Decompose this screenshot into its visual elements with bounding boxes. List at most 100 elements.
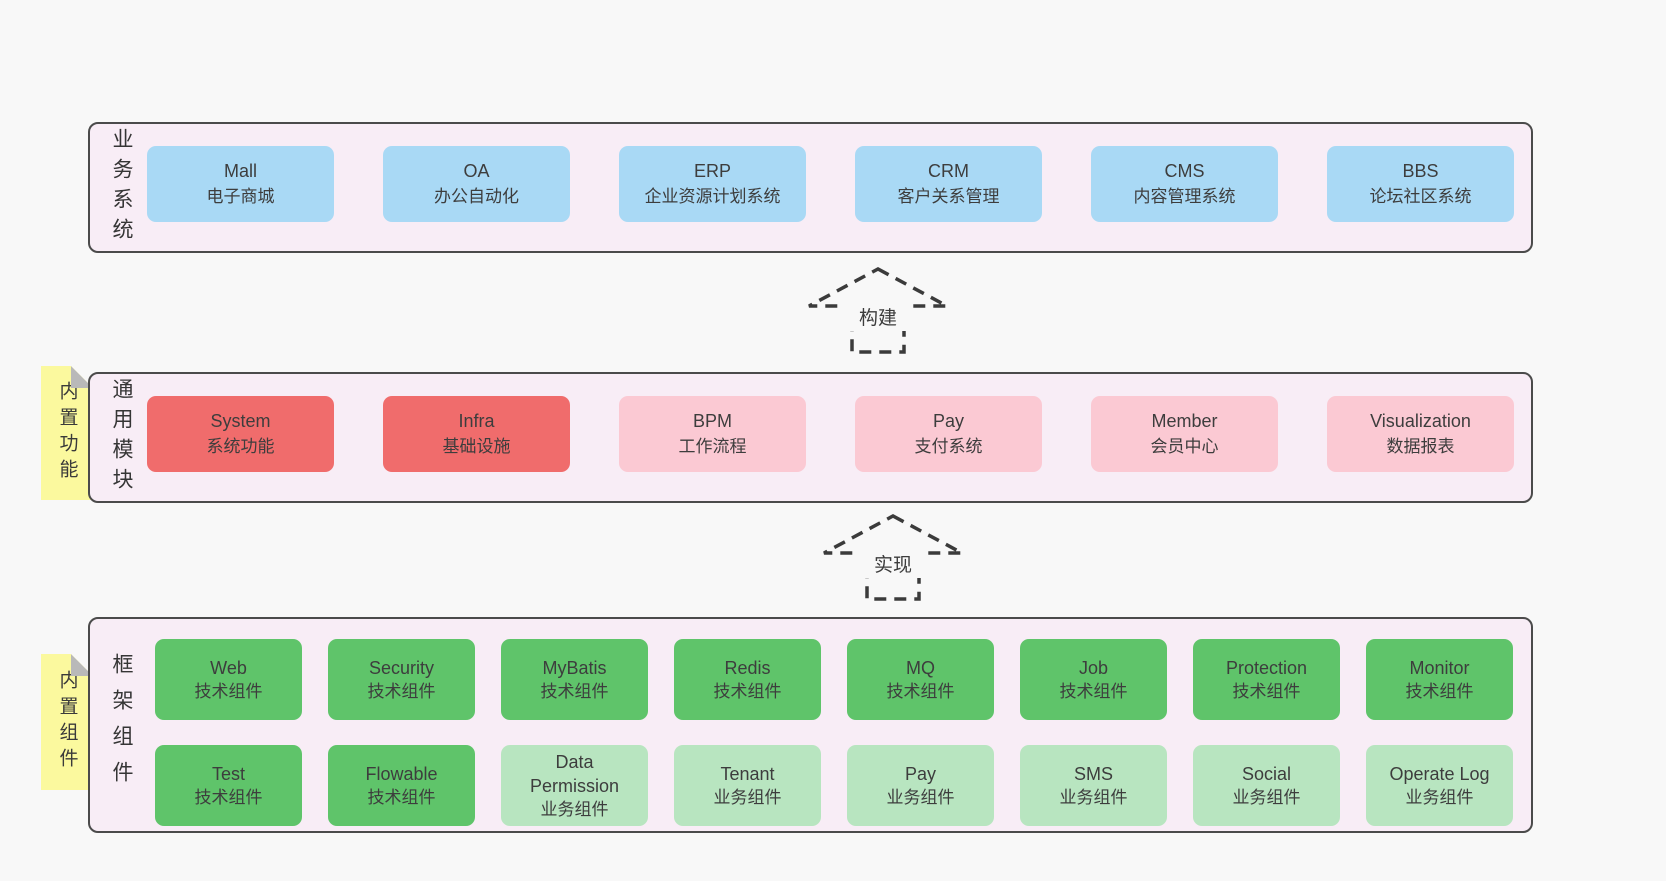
box-subtitle: 系统功能 bbox=[206, 437, 275, 456]
box-bbs: BBS 论坛社区系统 bbox=[1327, 146, 1514, 222]
box-system: System 系统功能 bbox=[147, 396, 334, 472]
box-subtitle: 工作流程 bbox=[678, 437, 747, 456]
box-subtitle: 技术组件 bbox=[886, 681, 955, 701]
implement-arrow-icon: 实现 bbox=[823, 514, 963, 601]
arrow-label: 实现 bbox=[874, 554, 912, 576]
box-title: ERP bbox=[693, 161, 731, 181]
business-box-row: Mall 电子商城 OA 办公自动化 ERP 企业资源计划系统 CRM 客户关系… bbox=[147, 146, 1514, 222]
components-row-1: Web 技术组件 Security 技术组件 MyBatis 技术组件 Redi… bbox=[155, 639, 1513, 720]
box-test: Test 技术组件 bbox=[155, 745, 302, 826]
box-operate-log: Operate Log 业务组件 bbox=[1366, 745, 1513, 826]
arrow-label: 构建 bbox=[859, 307, 897, 329]
box-title: Infra bbox=[458, 411, 495, 431]
components-grid: Web 技术组件 Security 技术组件 MyBatis 技术组件 Redi… bbox=[155, 639, 1513, 826]
box-protection: Protection 技术组件 bbox=[1193, 639, 1340, 720]
box-title: Visualization bbox=[1370, 411, 1471, 431]
components-row-2: Test 技术组件 Flowable 技术组件 Data Permission … bbox=[155, 745, 1513, 826]
box-title: CRM bbox=[928, 161, 969, 181]
box-oa: OA 办公自动化 bbox=[383, 146, 570, 222]
box-pay: Pay 支付系统 bbox=[855, 396, 1042, 472]
modules-box-row: System 系统功能 Infra 基础设施 BPM 工作流程 Pay 支付系统… bbox=[147, 396, 1514, 472]
box-crm: CRM 客户关系管理 bbox=[855, 146, 1042, 222]
sticky-note-label: 内置组件 bbox=[56, 670, 78, 774]
sticky-note-builtin-features: 内置功能 bbox=[41, 366, 93, 500]
common-modules-layer: 通用模块 System 系统功能 Infra 基础设施 BPM 工作流程 Pay… bbox=[88, 372, 1533, 503]
box-subtitle: 技术组件 bbox=[1232, 681, 1301, 701]
box-bpm: BPM 工作流程 bbox=[619, 396, 806, 472]
box-title: OA bbox=[463, 161, 490, 181]
dashed-up-arrow-shape bbox=[808, 267, 948, 354]
box-title: Operate Log bbox=[1389, 763, 1490, 784]
box-title: Web bbox=[210, 657, 247, 678]
box-title: Test bbox=[211, 763, 245, 784]
box-subtitle: 技术组件 bbox=[194, 681, 263, 701]
box-title: Flowable bbox=[365, 763, 438, 784]
box-subtitle: 技术组件 bbox=[713, 681, 782, 701]
box-title: Protection bbox=[1225, 657, 1308, 678]
box-data-permission: Data Permission 业务组件 bbox=[501, 745, 648, 826]
box-title: BPM bbox=[692, 411, 732, 431]
box-subtitle: 基础设施 bbox=[442, 437, 511, 456]
box-infra: Infra 基础设施 bbox=[383, 396, 570, 472]
box-subtitle: 技术组件 bbox=[1405, 681, 1474, 701]
box-redis: Redis 技术组件 bbox=[674, 639, 821, 720]
box-mall: Mall 电子商城 bbox=[147, 146, 334, 222]
framework-components-layer: 框架组件 Web 技术组件 Security 技术组件 MyBatis 技术组件… bbox=[88, 617, 1533, 833]
box-subtitle: 办公自动化 bbox=[434, 187, 519, 206]
box-subtitle: 企业资源计划系统 bbox=[644, 187, 781, 206]
box-erp: ERP 企业资源计划系统 bbox=[619, 146, 806, 222]
box-subtitle: 业务组件 bbox=[1232, 787, 1301, 807]
box-sms: SMS 业务组件 bbox=[1020, 745, 1167, 826]
box-subtitle: 会员中心 bbox=[1150, 437, 1219, 456]
box-subtitle: 业务组件 bbox=[886, 787, 955, 807]
box-subtitle: 技术组件 bbox=[540, 681, 609, 701]
arrow-label-backdrop bbox=[858, 550, 928, 578]
box-subtitle: 技术组件 bbox=[1059, 681, 1128, 701]
dashed-up-arrow-shape bbox=[823, 514, 963, 601]
box-title: Mall bbox=[223, 161, 257, 181]
box-title: MyBatis bbox=[542, 657, 607, 678]
box-title: Pay bbox=[904, 763, 937, 784]
box-title: BBS bbox=[1402, 161, 1439, 181]
build-arrow-icon: 构建 bbox=[808, 267, 948, 354]
sticky-note-label: 内置功能 bbox=[56, 381, 78, 485]
arrow-label-backdrop bbox=[843, 303, 913, 331]
box-mybatis: MyBatis 技术组件 bbox=[501, 639, 648, 720]
layer-label-modules: 通用模块 bbox=[110, 377, 133, 498]
box-subtitle: 论坛社区系统 bbox=[1369, 187, 1472, 206]
layer-label-business: 业务系统 bbox=[110, 127, 133, 248]
business-systems-layer: 业务系统 Mall 电子商城 OA 办公自动化 ERP 企业资源计划系统 CRM… bbox=[88, 122, 1533, 253]
box-flowable: Flowable 技术组件 bbox=[328, 745, 475, 826]
box-subtitle: 数据报表 bbox=[1386, 437, 1455, 456]
box-subtitle: 电子商城 bbox=[206, 187, 275, 206]
box-subtitle: 内容管理系统 bbox=[1133, 187, 1236, 206]
box-title: Monitor bbox=[1409, 657, 1470, 678]
box-subtitle: 技术组件 bbox=[367, 681, 436, 701]
box-security: Security 技术组件 bbox=[328, 639, 475, 720]
layer-label-components: 框架组件 bbox=[110, 653, 133, 797]
box-title: System bbox=[210, 411, 271, 431]
box-social: Social 业务组件 bbox=[1193, 745, 1340, 826]
box-mq: MQ 技术组件 bbox=[847, 639, 994, 720]
box-monitor: Monitor 技术组件 bbox=[1366, 639, 1513, 720]
box-subtitle: 业务组件 bbox=[1405, 787, 1474, 807]
box-member: Member 会员中心 bbox=[1091, 396, 1278, 472]
box-title: Tenant bbox=[720, 763, 775, 784]
box-title: Social bbox=[1241, 763, 1292, 784]
box-pay-business: Pay 业务组件 bbox=[847, 745, 994, 826]
box-title: Pay bbox=[932, 411, 965, 431]
box-title: MQ bbox=[906, 657, 935, 678]
sticky-note-builtin-components: 内置组件 bbox=[41, 654, 93, 790]
box-job: Job 技术组件 bbox=[1020, 639, 1167, 720]
box-subtitle: 业务组件 bbox=[540, 799, 609, 819]
box-title: Data Permission bbox=[529, 751, 620, 796]
box-subtitle: 客户关系管理 bbox=[897, 187, 1000, 206]
box-tenant: Tenant 业务组件 bbox=[674, 745, 821, 826]
box-title: Security bbox=[368, 657, 435, 678]
box-subtitle: 业务组件 bbox=[1059, 787, 1128, 807]
box-subtitle: 业务组件 bbox=[713, 787, 782, 807]
box-title: Member bbox=[1151, 411, 1218, 431]
box-subtitle: 支付系统 bbox=[914, 437, 983, 456]
box-title: Job bbox=[1078, 657, 1109, 678]
